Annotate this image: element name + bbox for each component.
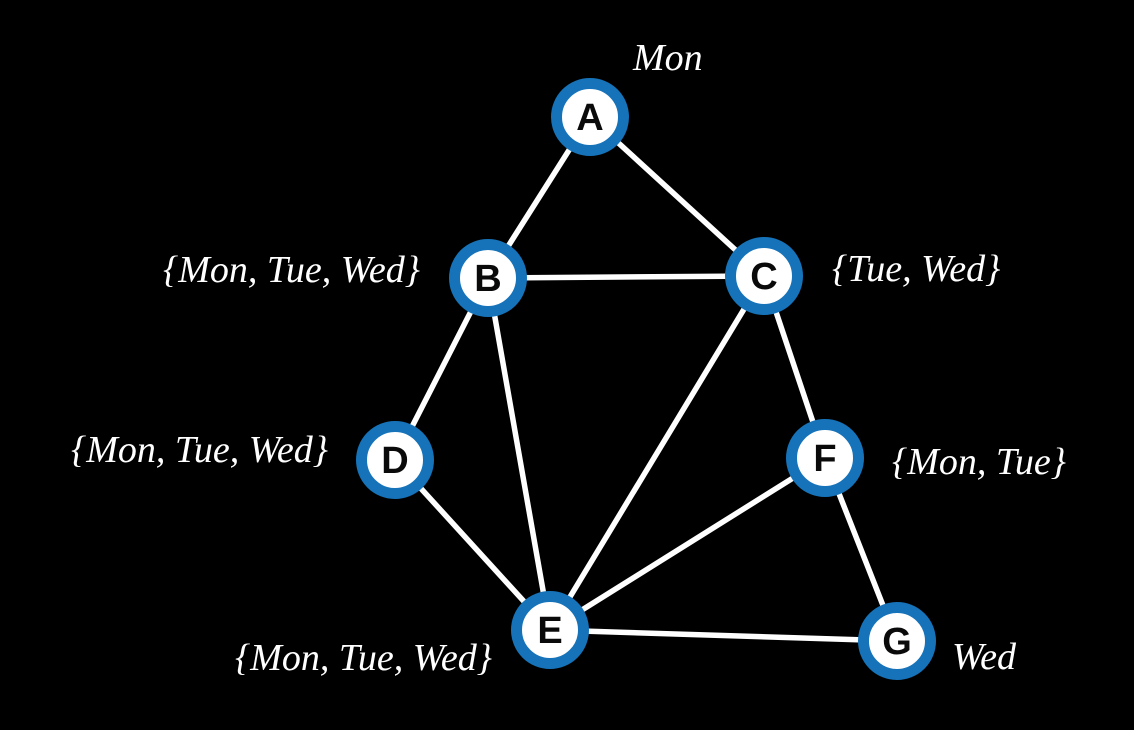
node-G-circle — [858, 602, 936, 680]
node-C-domain-label: {Tue, Wed} — [832, 248, 1000, 290]
node-D-circle — [356, 421, 434, 499]
node-D: D {Mon, Tue, Wed} — [71, 421, 434, 499]
node-D-domain-label: {Mon, Tue, Wed} — [71, 429, 328, 471]
node-A-letter: A — [576, 97, 603, 139]
edge-A-C — [587, 114, 767, 279]
node-F-circle — [786, 419, 864, 497]
node-F: F {Mon, Tue} — [786, 419, 1066, 497]
node-G-domain-label: Wed — [952, 636, 1017, 678]
edge-E-G — [547, 627, 900, 644]
node-E-domain-label: {Mon, Tue, Wed} — [235, 637, 492, 679]
node-C-circle — [725, 237, 803, 315]
node-G-letter: G — [882, 621, 912, 663]
node-E: E {Mon, Tue, Wed} — [235, 591, 589, 679]
node-D-letter: D — [381, 440, 408, 482]
node-A-domain-label: Mon — [632, 37, 703, 79]
node-F-letter: F — [813, 438, 836, 480]
node-F-domain-label: {Mon, Tue} — [892, 441, 1066, 483]
node-B: B {Mon, Tue, Wed} — [163, 239, 527, 317]
edge-C-E — [547, 273, 767, 633]
node-E-letter: E — [537, 610, 562, 652]
node-C-letter: C — [750, 256, 777, 298]
node-A-circle — [551, 78, 629, 156]
edge-E-F — [547, 455, 828, 633]
node-G: G Wed — [858, 602, 1017, 680]
edge-B-E — [485, 275, 553, 633]
node-E-circle — [511, 591, 589, 669]
node-B-circle — [449, 239, 527, 317]
node-B-letter: B — [474, 258, 501, 300]
edge-B-C — [485, 273, 767, 281]
node-C: C {Tue, Wed} — [725, 237, 1000, 315]
node-A: A Mon — [551, 37, 703, 156]
node-B-domain-label: {Mon, Tue, Wed} — [163, 249, 420, 291]
